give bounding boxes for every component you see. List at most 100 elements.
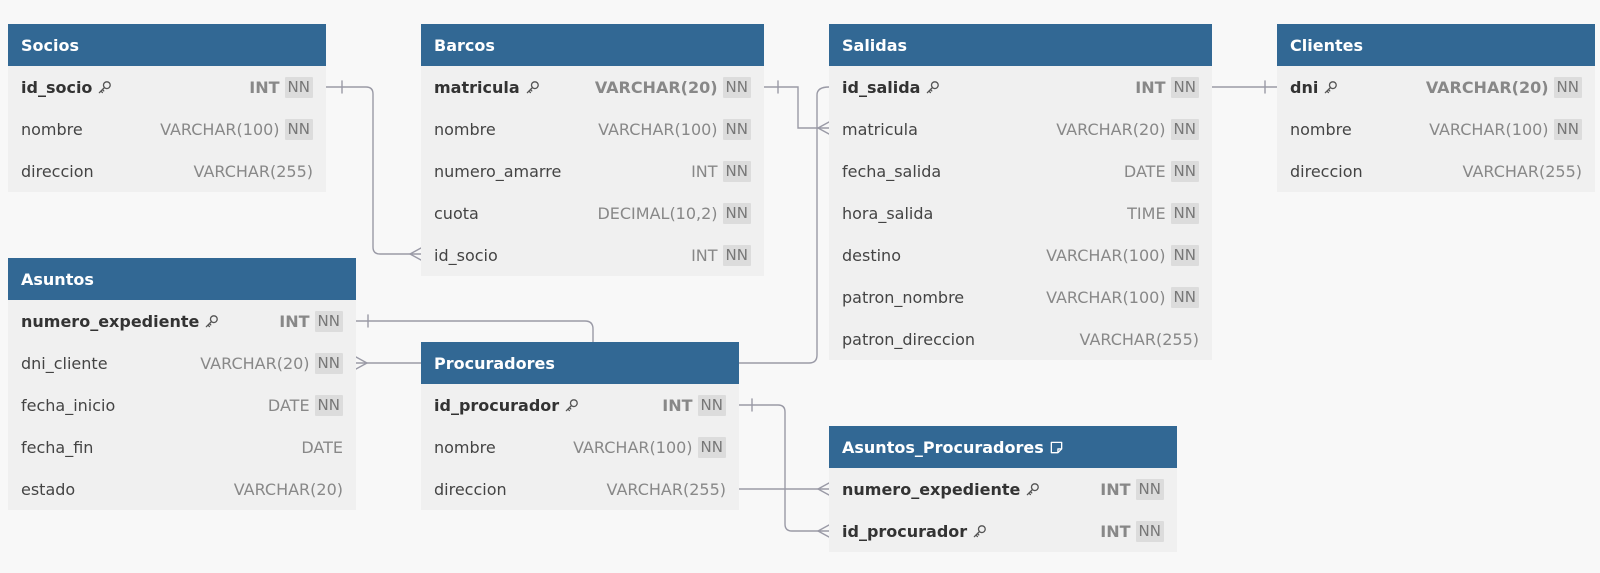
table-header[interactable]: Asuntos_Procuradores	[829, 426, 1177, 468]
table-header[interactable]: Asuntos	[8, 258, 356, 300]
field-name: nombre	[1290, 120, 1352, 139]
many-marker	[408, 247, 422, 261]
not-null-badge: NN	[284, 76, 313, 98]
field-name: cuota	[434, 204, 479, 223]
table-title: Barcos	[434, 35, 495, 55]
field-type: VARCHAR(100)	[160, 119, 280, 139]
table-header[interactable]: Clientes	[1277, 24, 1595, 66]
key-icon	[925, 80, 940, 95]
field-type: VARCHAR(100)	[598, 119, 718, 139]
not-null-badge: NN	[722, 118, 751, 140]
not-null-badge: NN	[1170, 244, 1199, 266]
field-name-text: nombre	[21, 119, 83, 139]
field-name: numero_amarre	[434, 162, 561, 181]
not-null-badge: NN	[1553, 118, 1582, 140]
table-header[interactable]: Procuradores	[421, 342, 739, 384]
field-type: DATE	[267, 395, 310, 415]
table-title: Asuntos_Procuradores	[842, 437, 1044, 457]
field-name-text: matricula	[842, 119, 918, 139]
not-null-badge: NN	[722, 160, 751, 182]
field-name-text: estado	[21, 479, 76, 499]
table-title: Procuradores	[434, 353, 555, 373]
field-name-text: patron_direccion	[842, 329, 976, 349]
field-type: VARCHAR(20)	[1056, 119, 1166, 139]
table-header[interactable]: Socios	[8, 24, 326, 66]
many-marker	[816, 482, 830, 496]
field-name-text: numero_expediente	[842, 479, 1021, 499]
field-type: TIME	[1127, 203, 1166, 223]
field-name-text: numero_amarre	[434, 161, 562, 181]
field-name: fecha_fin	[21, 438, 93, 457]
relation-socios-barcos	[325, 86, 422, 255]
field-name: hora_salida	[842, 204, 933, 223]
not-null-badge: NN	[314, 352, 343, 374]
field-name: direccion	[21, 162, 94, 181]
field-type: VARCHAR(255)	[1079, 329, 1199, 349]
key-icon	[97, 80, 112, 95]
field-name-text: patron_nombre	[842, 287, 965, 307]
field-type: VARCHAR(100)	[1046, 287, 1166, 307]
relation-barcos-salidas	[763, 86, 830, 129]
note-icon[interactable]	[1049, 440, 1064, 455]
not-null-badge: NN	[1170, 286, 1199, 308]
not-null-badge: NN	[314, 394, 343, 416]
field-name-text: nombre	[1290, 119, 1352, 139]
field-type: INT	[279, 311, 310, 331]
field-name: fecha_salida	[842, 162, 941, 181]
field-name-text: id_socio	[434, 245, 498, 265]
not-null-badge: NN	[1170, 118, 1199, 140]
field-name: id_socio	[21, 78, 112, 97]
field-row[interactable]: direccion VARCHAR(255)	[8, 150, 326, 192]
field-name-text: id_procurador	[842, 521, 968, 541]
field-name: destino	[842, 246, 901, 265]
table-title: Socios	[21, 35, 79, 55]
field-type: VARCHAR(255)	[606, 479, 726, 499]
field-row[interactable]: matricula VARCHAR(20)NN	[829, 108, 1212, 150]
field-name: direccion	[1290, 162, 1363, 181]
field-type: VARCHAR(100)	[573, 437, 693, 457]
field-row[interactable]: patron_nombre VARCHAR(100)NN	[829, 276, 1212, 318]
table-header[interactable]: Salidas	[829, 24, 1212, 66]
field-name: patron_direccion	[842, 330, 975, 349]
field-type: DECIMAL(10,2)	[597, 203, 718, 223]
field-type: VARCHAR(255)	[193, 161, 313, 181]
key-icon	[204, 314, 219, 329]
field-row[interactable]: patron_direccion VARCHAR(255)	[829, 318, 1212, 360]
field-name-text: fecha_salida	[842, 161, 942, 181]
field-type: INT	[691, 245, 718, 265]
table-title: Salidas	[842, 35, 908, 55]
table-header[interactable]: Barcos	[421, 24, 764, 66]
